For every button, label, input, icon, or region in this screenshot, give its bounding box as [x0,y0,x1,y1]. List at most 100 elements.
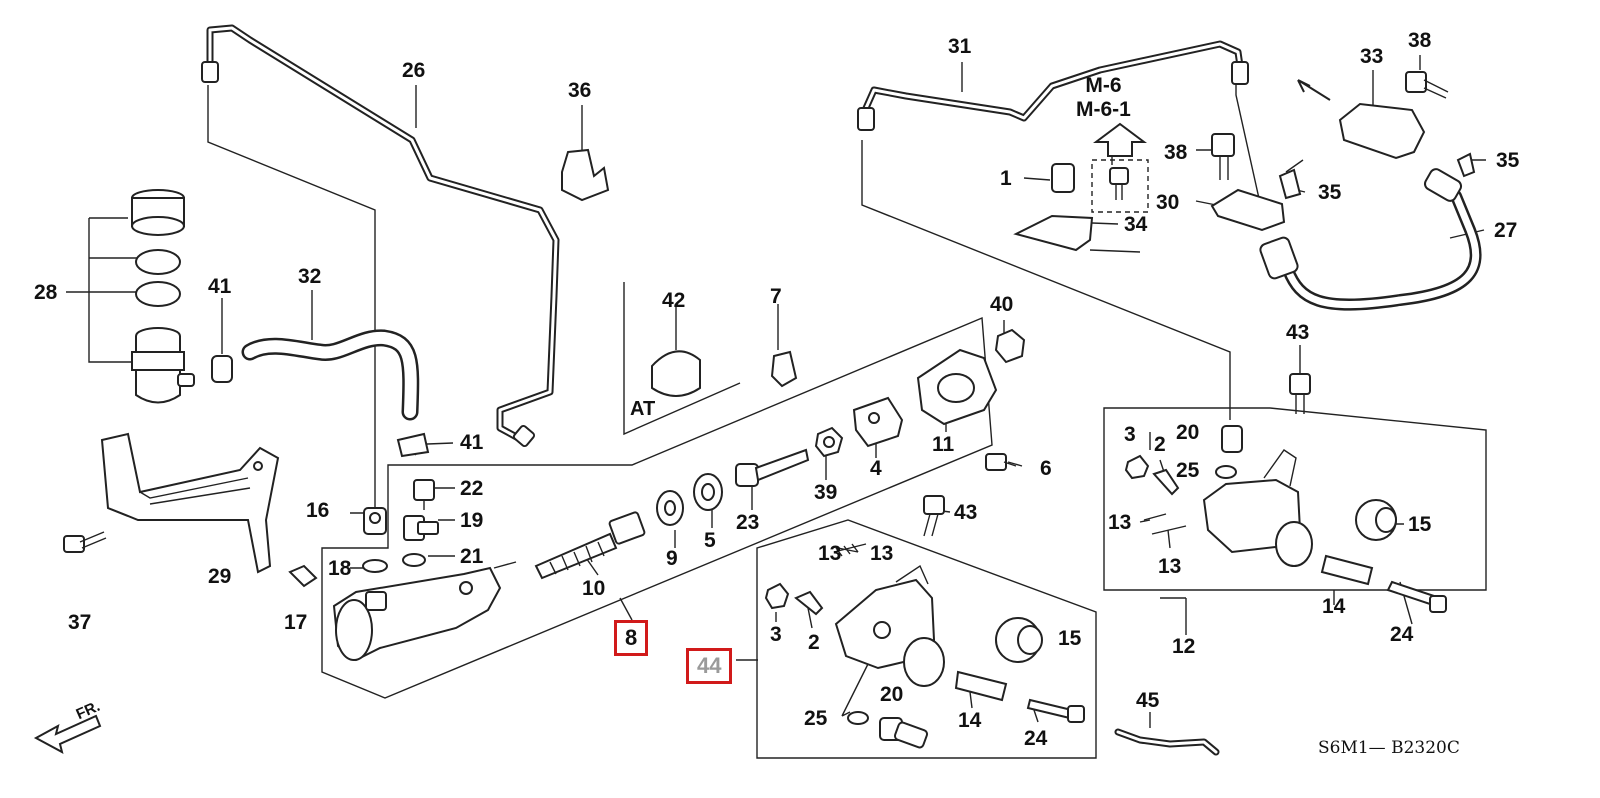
pipe-45 [1114,728,1220,756]
spring-13-slave [833,543,867,557]
callout-31[interactable]: 31 [948,35,972,58]
callout-23[interactable]: 23 [736,511,760,534]
callout-41-upper[interactable]: 41 [208,275,232,298]
callout-34[interactable]: 34 [1124,213,1148,236]
slave-cylinder-12 [1202,449,1313,567]
washer-25-slave [847,711,869,725]
callout-8[interactable]: 8 [614,620,649,656]
callout-19[interactable]: 19 [460,509,484,532]
pipe-31 [857,40,1249,131]
callout-40[interactable]: 40 [990,293,1014,316]
bleeder-2-slave [794,590,824,616]
washer-25-right [1215,465,1237,479]
reservoir-cap [131,189,185,236]
callout-15-right[interactable]: 15 [1408,513,1432,536]
callout-28[interactable]: 28 [34,281,58,304]
callout-35-mid[interactable]: 35 [1318,181,1342,204]
callout-13-slave-left[interactable]: 13 [818,542,842,565]
callout-10[interactable]: 10 [582,577,606,600]
callout-39[interactable]: 39 [814,481,838,504]
clip-7 [770,350,798,388]
group-box-8 [321,316,993,699]
seal-5 [693,473,723,511]
callout-17[interactable]: 17 [284,611,308,634]
callout-20-right[interactable]: 20 [1176,421,1200,444]
cup-15-right [1355,499,1397,541]
callout-5[interactable]: 5 [704,529,716,552]
callout-4[interactable]: 4 [870,457,882,480]
callout-1[interactable]: 1 [1000,167,1012,190]
bolt-43-right [1289,373,1311,414]
callout-25-right[interactable]: 25 [1176,459,1200,482]
nut-39 [814,426,844,458]
callout-35-right[interactable]: 35 [1496,149,1520,172]
yoke-4 [852,396,904,448]
callout-24-right[interactable]: 24 [1390,623,1414,646]
callout-13-right-upper[interactable]: 13 [1108,511,1132,534]
callout-37[interactable]: 37 [68,611,92,634]
bolt-23 [735,448,810,487]
spring-13-right [1143,513,1187,535]
callout-7[interactable]: 7 [770,285,782,308]
callout-20-slave[interactable]: 20 [880,683,904,706]
piston-14-right [1320,554,1374,586]
callout-29[interactable]: 29 [208,565,232,588]
pin-6 [985,453,1017,471]
callout-45[interactable]: 45 [1136,689,1160,712]
washer-18 [362,559,388,573]
callout-22[interactable]: 22 [460,477,484,500]
at-label: AT [630,398,656,420]
callout-3-right[interactable]: 3 [1124,423,1136,446]
callout-43-right[interactable]: 43 [1286,321,1310,344]
callout-32[interactable]: 32 [298,265,322,288]
boot-9 [656,490,684,526]
nut-40 [994,328,1026,364]
callout-27[interactable]: 27 [1494,219,1518,242]
callout-13-right-lower[interactable]: 13 [1158,555,1182,578]
group-box-12 [1103,407,1487,591]
callout-2-slave[interactable]: 2 [808,631,820,654]
callout-16[interactable]: 16 [306,499,330,522]
group-box-at [623,282,741,436]
reservoir-plate [135,281,181,307]
reference-note: M-6 M-6-1 [1076,74,1131,122]
bolt-16 [363,507,387,535]
bleeder-2-right [1152,468,1180,496]
callout-33[interactable]: 33 [1360,45,1384,68]
callout-14-right[interactable]: 14 [1322,595,1346,618]
callout-21[interactable]: 21 [460,545,484,568]
ref-arrow-up [1093,122,1147,157]
callout-42[interactable]: 42 [662,289,686,312]
callout-43-slave[interactable]: 43 [954,501,978,524]
callout-26[interactable]: 26 [402,59,426,82]
fitting-20-right [1221,425,1243,453]
callout-24-slave[interactable]: 24 [1024,727,1048,750]
callout-14-slave[interactable]: 14 [958,709,982,732]
push-rod-10 [534,511,646,580]
callout-15-slave[interactable]: 15 [1058,627,1082,650]
callout-6[interactable]: 6 [1040,457,1052,480]
callout-41-lower[interactable]: 41 [460,431,484,454]
callout-12[interactable]: 12 [1172,635,1196,658]
callout-9[interactable]: 9 [666,547,678,570]
callout-44[interactable]: 44 [686,648,733,684]
clip-41-lower [396,432,430,458]
callout-3-slave[interactable]: 3 [770,623,782,646]
bracket-33 [1338,102,1426,160]
callout-25-slave[interactable]: 25 [804,707,828,730]
callout-38-mid[interactable]: 38 [1164,141,1188,164]
callout-18[interactable]: 18 [328,557,352,580]
master-cylinder-body [332,561,517,662]
callout-36[interactable]: 36 [568,79,592,102]
clutch-hose-27 [1259,168,1482,311]
callout-11[interactable]: 11 [932,433,955,456]
bolt-43-slave [923,495,945,537]
callout-13-slave-right[interactable]: 13 [870,542,894,565]
callout-38-upper[interactable]: 38 [1408,29,1432,52]
washer-21 [402,553,426,567]
clip-1 [1051,163,1075,193]
callout-30[interactable]: 30 [1156,191,1180,214]
callout-2-right[interactable]: 2 [1154,433,1166,456]
bolt-in-ref-box [1109,167,1129,200]
